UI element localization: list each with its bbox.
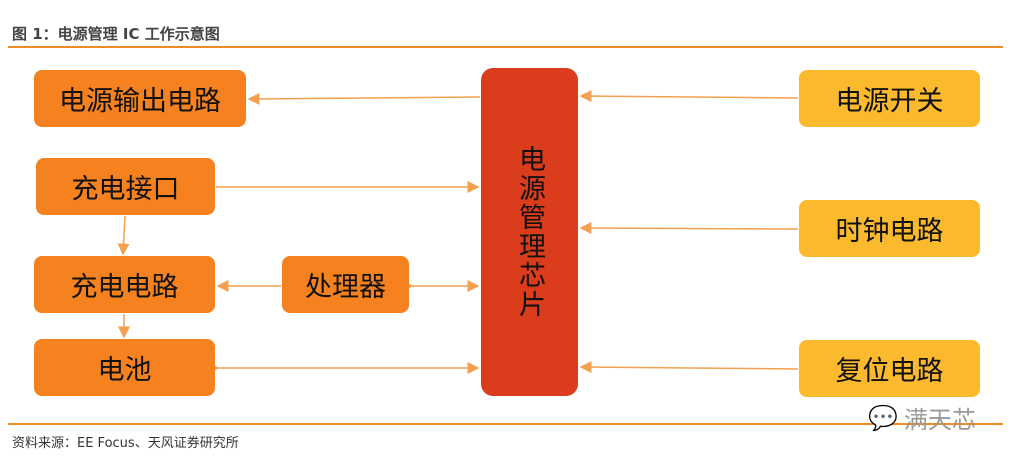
arrow-center-to-output [247, 92, 481, 105]
pmic-box: 电源管理芯片 [481, 68, 578, 396]
watermark: 💬满天芯 [868, 400, 976, 435]
arrow-clock-to-center [579, 222, 799, 235]
battery-box: 电池 [34, 339, 215, 396]
footer-divider [8, 423, 1003, 425]
power-output-circuit-box: 电源输出电路 [34, 70, 246, 127]
arrow-reset-to-center [579, 361, 799, 374]
watermark-text: 满天芯 [903, 406, 976, 434]
processor-box: 处理器 [282, 256, 409, 313]
title-divider [8, 46, 1003, 48]
arrow-switch-to-center [579, 90, 799, 103]
wechat-icon: 💬 [868, 403, 898, 432]
power-switch-box: 电源开关 [799, 70, 980, 127]
charging-port-box: 充电接口 [36, 158, 215, 215]
arrow-port-to-charge-circuit [117, 215, 130, 256]
figure-title: 图 1：电源管理 IC 工作示意图 [12, 25, 220, 43]
charging-circuit-box: 充电电路 [34, 256, 215, 313]
reset-circuit-box: 复位电路 [799, 340, 980, 397]
source-note: 资料来源：EE Focus、天风证券研究所 [12, 436, 239, 451]
clock-circuit-box: 时钟电路 [799, 200, 980, 257]
